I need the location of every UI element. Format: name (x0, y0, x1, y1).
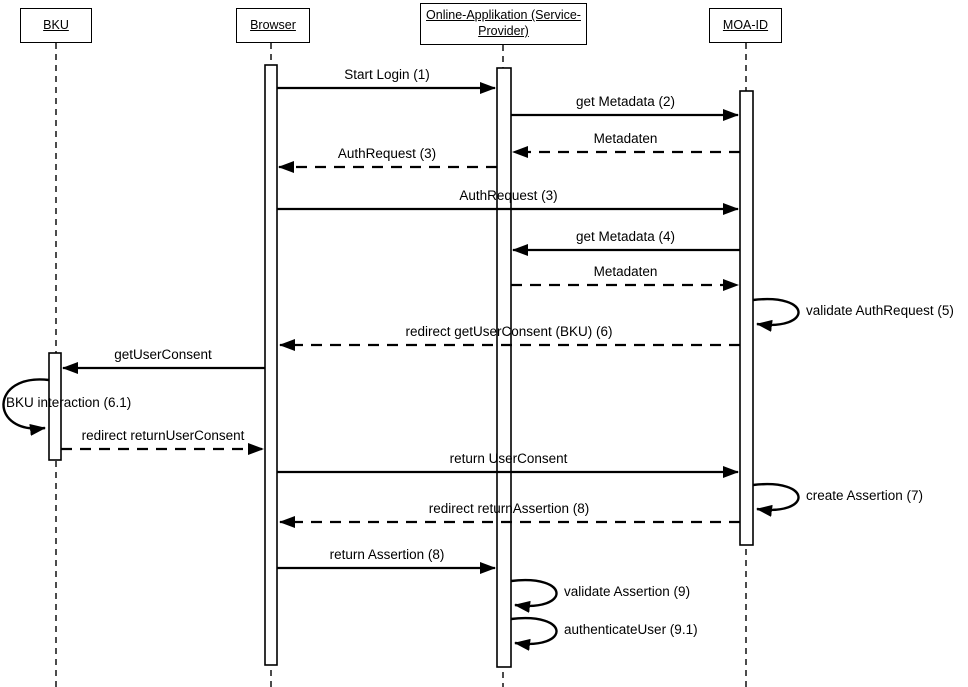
self-loop-arrow-5 (510, 616, 558, 651)
activation-bar-moa (739, 90, 754, 546)
message-label-3: Metadaten (593, 131, 658, 146)
activation-bar-oa (496, 67, 512, 668)
actor-box-bku: BKU (20, 8, 92, 43)
actor-label-bku: BKU (43, 17, 69, 32)
actor-label-moa-id: MOA-ID (722, 17, 769, 32)
self-loop-arrow-1 (752, 297, 800, 332)
actor-box-moa-id: MOA-ID (709, 8, 782, 43)
activation-bar-browser (264, 64, 278, 666)
actor-label-browser: Browser (250, 17, 296, 32)
message-label-8: redirect getUserConsent (BKU) (6) (405, 324, 613, 339)
self-loop-label-2: BKU interaction (6.1) (6, 395, 132, 410)
self-loop-arrow-2 (2, 378, 50, 436)
message-label-5: AuthRequest (3) (459, 188, 558, 203)
message-label-2: get Metadata (2) (575, 94, 676, 109)
self-loop-label-3: create Assertion (7) (806, 488, 924, 503)
actor-box-online-applikation: Online-Applikation (Service-Provider) (420, 3, 587, 45)
self-loop-arrow-3 (752, 482, 800, 517)
message-label-13: return Assertion (8) (329, 547, 445, 562)
actor-label-online-applikation: Online-Applikation (Service-Provider) (426, 8, 581, 38)
message-label-12: redirect returnAssertion (8) (428, 501, 590, 516)
message-label-1: Start Login (1) (344, 67, 430, 82)
self-loop-label-1: validate AuthRequest (5) (806, 303, 954, 318)
self-loop-label-4: validate Assertion (9) (564, 584, 691, 599)
actor-box-browser: Browser (236, 8, 310, 43)
message-label-6: get Metadata (4) (575, 229, 676, 244)
self-loop-label-5: authenticateUser (9.1) (564, 622, 698, 637)
message-label-7: Metadaten (593, 264, 658, 279)
message-label-10: redirect returnUserConsent (81, 428, 245, 443)
message-label-4: AuthRequest (3) (337, 146, 437, 161)
message-label-9: getUserConsent (114, 347, 212, 362)
activation-bar-bku (48, 352, 62, 461)
message-label-11: return UserConsent (449, 451, 568, 466)
self-loop-arrow-4 (510, 578, 558, 613)
